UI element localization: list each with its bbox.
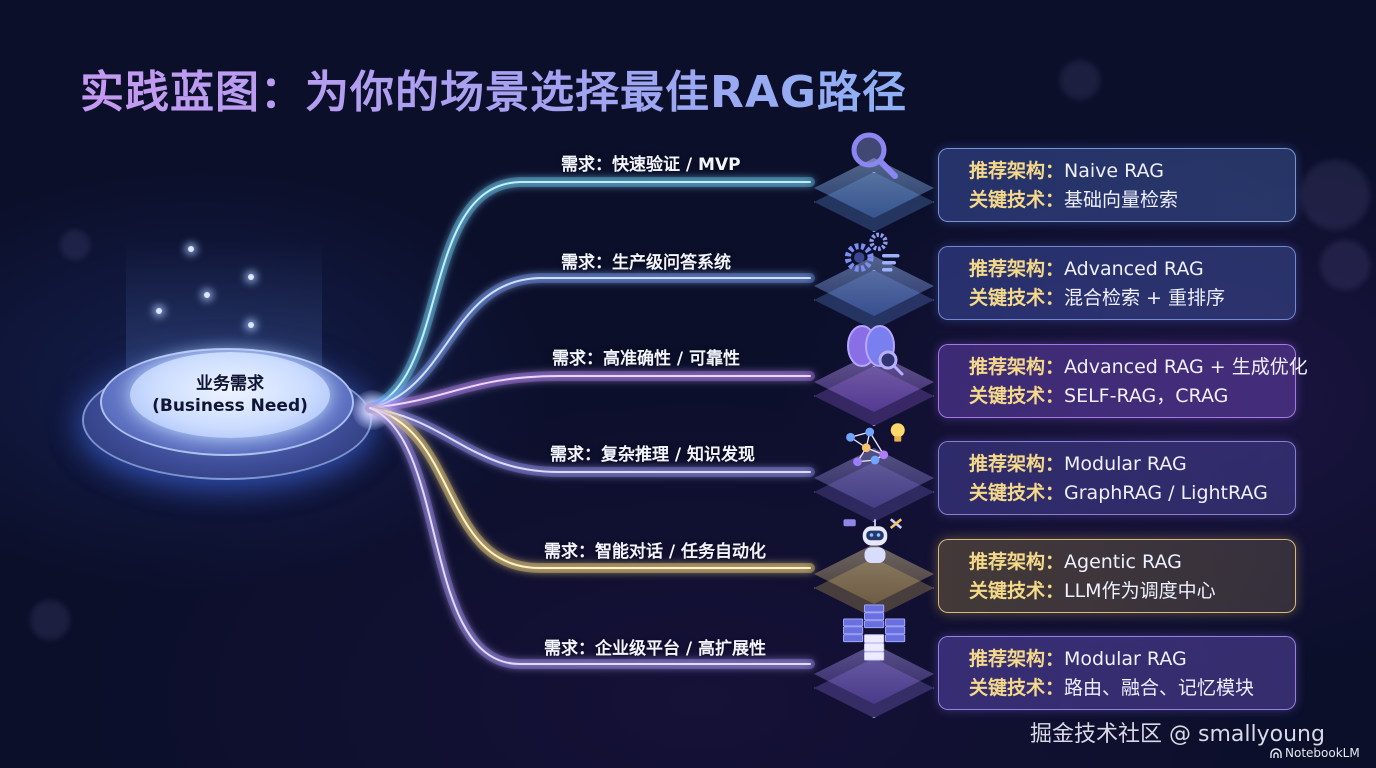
hub-label-english: (Business Need) [152, 396, 308, 416]
recommend-label: 推荐架构： [969, 258, 1065, 280]
server-cluster-icon [840, 604, 910, 661]
sparkle-icon [248, 322, 254, 328]
architecture-value: Modular RAG [1064, 453, 1187, 475]
robot-tools-icon [840, 514, 910, 570]
recommendation-card: 推荐架构：Modular RAG 关键技术：路由、融合、记忆模块 [938, 636, 1296, 710]
technique-value: SELF-RAG，CRAG [1064, 385, 1229, 407]
tech-label: 关键技术： [969, 287, 1065, 309]
bokeh-light [60, 230, 90, 260]
recommend-label: 推荐架构： [969, 356, 1065, 378]
knowledge-graph-bulb-icon [840, 418, 910, 474]
need-label: 需求：复杂推理 / 知识发现 [550, 445, 756, 465]
hub-label-chinese: 业务需求 [196, 374, 264, 394]
bokeh-light [1320, 240, 1370, 290]
need-label: 需求：高准确性 / 可靠性 [552, 349, 741, 369]
stream-path-4 [365, 403, 815, 477]
tech-label: 关键技术： [969, 580, 1065, 602]
stream-path-1 [365, 177, 815, 413]
sparkle-icon [248, 274, 254, 280]
brand-label: NotebookLM [1285, 746, 1360, 760]
magnifier-icon [840, 128, 910, 184]
tech-label: 关键技术： [969, 385, 1065, 407]
platform-tile [800, 604, 950, 724]
watermark: 掘金技术社区 @ smallyoung [1030, 722, 1325, 747]
stream-path-5 [365, 403, 815, 573]
need-label: 需求：快速验证 / MVP [561, 155, 741, 175]
technique-value: 基础向量检索 [1064, 189, 1179, 211]
architecture-value: Advanced RAG [1064, 258, 1204, 280]
sparkle-icon [188, 246, 194, 252]
tech-label: 关键技术： [969, 189, 1065, 211]
architecture-value: Agentic RAG [1064, 551, 1182, 573]
gears-checklist-icon [840, 226, 910, 282]
recommendation-card: 推荐架构：Advanced RAG 关键技术：混合检索 + 重排序 [938, 246, 1296, 320]
platform-tile [800, 226, 950, 336]
recommend-label: 推荐架构： [969, 551, 1065, 573]
technique-value: 混合检索 + 重排序 [1064, 287, 1226, 309]
brain-magnifier-icon [840, 322, 910, 378]
architecture-value: Modular RAG [1064, 648, 1187, 670]
stream-path-3 [365, 371, 815, 413]
platform-tile [800, 128, 950, 238]
platform-tile [800, 418, 950, 528]
need-label: 需求：生产级问答系统 [561, 253, 731, 273]
need-label: 需求：智能对话 / 任务自动化 [544, 542, 767, 562]
architecture-value: Advanced RAG + 生成优化 [1064, 356, 1308, 378]
platform-tile [800, 322, 950, 432]
recommendation-card: 推荐架构：Agentic RAG 关键技术：LLM作为调度中心 [938, 539, 1296, 613]
recommendation-card: 推荐架构：Naive RAG 关键技术：基础向量检索 [938, 148, 1296, 222]
notebooklm-logo-icon [1270, 748, 1282, 758]
stream-path-6 [365, 403, 815, 669]
need-label: 需求：企业级平台 / 高扩展性 [544, 639, 767, 659]
bokeh-light [1300, 160, 1370, 230]
technique-value: LLM作为调度中心 [1064, 580, 1216, 602]
page-title: 实践蓝图：为你的场景选择最佳RAG路径 [80, 56, 907, 120]
architecture-value: Naive RAG [1064, 160, 1164, 182]
stream-path-2 [365, 273, 815, 413]
recommendation-card: 推荐架构：Advanced RAG + 生成优化 关键技术：SELF-RAG，C… [938, 344, 1308, 418]
technique-value: GraphRAG / LightRAG [1064, 482, 1268, 504]
bokeh-light [1060, 60, 1100, 100]
recommend-label: 推荐架构： [969, 453, 1065, 475]
technique-value: 路由、融合、记忆模块 [1064, 677, 1255, 699]
notebooklm-brand: NotebookLM [1270, 746, 1360, 760]
recommend-label: 推荐架构： [969, 648, 1065, 670]
bokeh-light [30, 600, 70, 640]
tech-label: 关键技术： [969, 677, 1065, 699]
sparkle-icon [204, 292, 210, 298]
hub-core: 业务需求 (Business Need) [130, 352, 330, 438]
recommendation-card: 推荐架构：Modular RAG 关键技术：GraphRAG / LightRA… [938, 441, 1296, 515]
tech-label: 关键技术： [969, 482, 1065, 504]
sparkle-icon [156, 308, 162, 314]
recommend-label: 推荐架构： [969, 160, 1065, 182]
